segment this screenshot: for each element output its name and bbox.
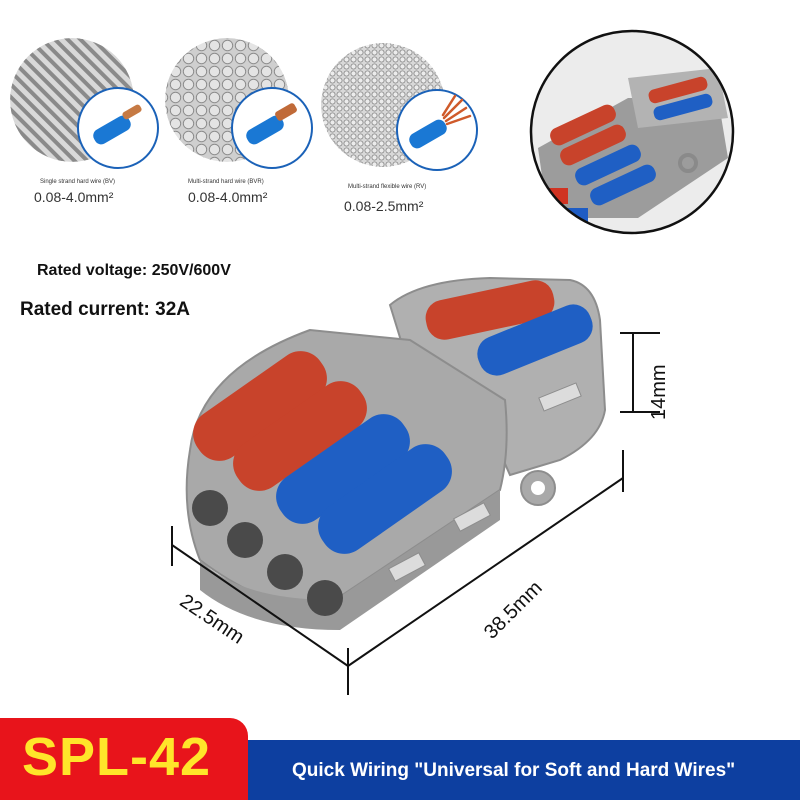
wire-type-range: 0.08-4.0mm² <box>188 189 268 205</box>
wire-type-range: 0.08-2.5mm² <box>344 198 424 214</box>
wire-type-caption: Multi-strand flexible wire (RV) <box>348 184 427 190</box>
wire-type-range: 0.08-4.0mm² <box>34 189 114 205</box>
banner-blue-strip <box>248 740 800 800</box>
tagline: Quick Wiring "Universal for Soft and Har… <box>292 760 736 781</box>
solid-core-wire-icon <box>10 38 159 169</box>
wire-types-illustration <box>10 38 478 171</box>
model-number: SPL-42 <box>22 727 212 787</box>
flexible-wire-icon <box>321 43 478 171</box>
wire-type-caption: Multi-strand hard wire (BVR) <box>188 179 264 185</box>
wire-type-caption: Single strand hard wire (BV) <box>40 179 116 185</box>
banner-red-block <box>0 718 248 800</box>
rated-current: Rated current: 32A <box>20 299 190 320</box>
multi-strand-wire-icon <box>165 38 313 169</box>
connector-product-photo <box>185 276 607 630</box>
rated-voltage: Rated voltage: 250V/600V <box>37 262 231 279</box>
connector-inset-photo <box>529 29 735 235</box>
dimension-lines <box>171 332 660 695</box>
dimension-height: 14mm <box>648 364 670 420</box>
